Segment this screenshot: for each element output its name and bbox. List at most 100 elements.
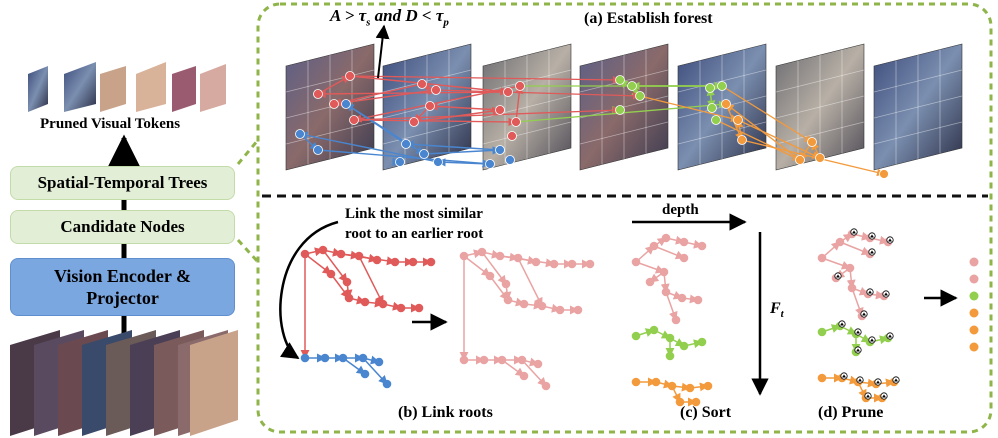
tree-edge: [521, 359, 547, 387]
frame-grid-line: [382, 121, 472, 145]
tree-node: [697, 337, 707, 347]
forest-node: [495, 145, 505, 155]
tree-node: [817, 373, 827, 383]
forest-node: [345, 71, 355, 81]
tree-node: [503, 295, 513, 305]
forest-node: [635, 91, 645, 101]
prune-mark-fill: [870, 250, 874, 254]
ft-label: Ft: [770, 300, 784, 321]
frame-grid-line: [285, 121, 375, 145]
forest-edge: [353, 117, 517, 127]
tree-node: [817, 253, 827, 263]
forest-node: [807, 137, 817, 147]
tree-node: [847, 283, 857, 293]
frame-grid-line: [482, 69, 572, 93]
forest-nodes: [295, 71, 889, 179]
forest-node: [425, 101, 435, 111]
tree-node: [485, 271, 495, 281]
forest-node: [313, 145, 323, 155]
prune-mark-fill: [862, 312, 866, 316]
forest-node: [737, 135, 747, 145]
tree-node: [685, 383, 695, 393]
prune-mark-fill: [842, 374, 846, 378]
forest-edge: [353, 106, 621, 121]
forest-edge: [299, 131, 439, 163]
tree-node: [338, 353, 348, 363]
tree-node: [631, 331, 641, 341]
candidate-nodes-box: Candidate Nodes: [10, 210, 235, 244]
tree-node: [390, 257, 400, 267]
tree-edge: [839, 241, 871, 256]
tree-node: [531, 257, 541, 267]
tree-node: [585, 259, 595, 269]
zoom-line-top: [236, 139, 260, 165]
link-note-line1: Link the most similar: [345, 206, 483, 222]
tree-node: [300, 353, 310, 363]
tree-edge: [342, 357, 366, 375]
forest-edge: [349, 75, 621, 84]
tree-node: [691, 397, 701, 407]
tree-node: [497, 355, 507, 365]
tree-edge: [330, 273, 350, 299]
tree-edge: [463, 255, 491, 277]
tree-link-roots-before: [300, 245, 436, 389]
tree-node: [661, 233, 671, 243]
establish-forest-title: (a) Establish forest: [584, 10, 713, 27]
tree-node: [679, 237, 689, 247]
tree-node: [354, 251, 364, 261]
forest-node: [431, 85, 441, 95]
tree-edge: [665, 291, 678, 321]
tree-node: [513, 253, 523, 263]
prune-mark-fill: [882, 394, 886, 398]
tree-sorted: [631, 233, 713, 407]
pruned-output-nodes: [969, 257, 979, 352]
prune-mark-fill: [870, 234, 874, 238]
tree-node: [300, 249, 310, 259]
tree-node: [649, 325, 659, 335]
prune-mark-fill: [866, 394, 870, 398]
forest-node: [401, 139, 411, 149]
tree-node: [693, 295, 703, 305]
forest-edge: [639, 95, 739, 123]
forest-edge: [435, 89, 641, 100]
prune-mark-fill: [840, 322, 844, 326]
spatial-temporal-trees-box: Spatial-Temporal Trees: [10, 166, 235, 200]
forest-node: [495, 105, 505, 115]
frame-grid-line: [285, 69, 375, 93]
tree-edge: [499, 255, 555, 268]
tree-node: [501, 279, 511, 289]
pruned-token-thumbnails: [28, 62, 226, 112]
tree-link-roots-after: [459, 247, 595, 391]
tree-edge: [358, 255, 384, 305]
forest-node: [395, 157, 405, 167]
forest-node: [419, 149, 429, 159]
tree-node: [414, 303, 424, 313]
forest-node: [795, 155, 805, 165]
tree-node: [555, 305, 565, 315]
forest-node: [721, 99, 731, 109]
caption-prune: (d) Prune: [818, 404, 884, 421]
tree-pruned: [817, 228, 900, 403]
main-panel-border: [256, 2, 993, 434]
condition-label: A > τs and D < τp: [330, 6, 449, 29]
tree-node: [358, 353, 368, 363]
tree-node: [537, 301, 547, 311]
tree-node: [479, 355, 489, 365]
tree-node: [649, 241, 659, 251]
tree-node: [326, 269, 336, 279]
frame-grid-line: [482, 121, 572, 145]
tree-node: [665, 351, 675, 361]
tree-node: [372, 255, 382, 265]
forest-node: [409, 117, 419, 127]
tree-node: [549, 259, 559, 269]
forest-node: [485, 159, 495, 169]
tree-node: [360, 369, 370, 379]
forest-edge: [741, 139, 885, 177]
tree-node: [835, 237, 845, 247]
tree-edge: [635, 261, 665, 274]
pruned-tokens-label: Pruned Visual Tokens: [40, 116, 181, 132]
link-note-line2: root to an earlier root: [345, 226, 484, 242]
frame-grid-line: [677, 69, 767, 93]
prune-mark-fill: [856, 348, 860, 352]
